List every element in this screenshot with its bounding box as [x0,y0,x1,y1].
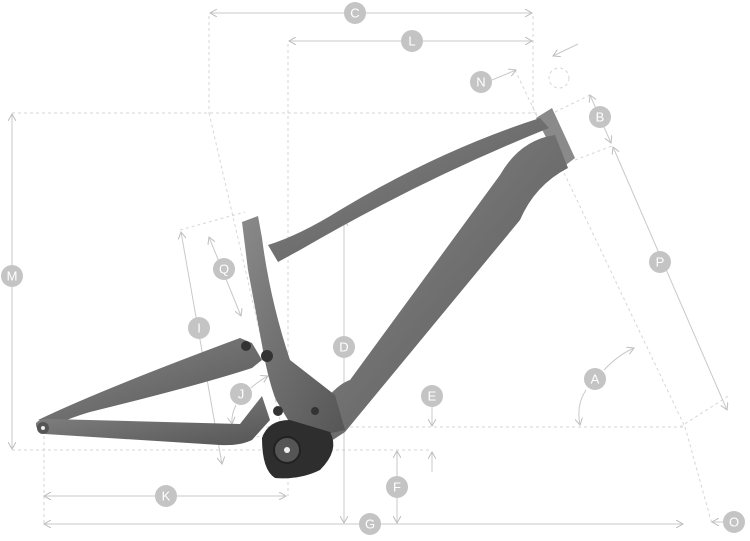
label-p: P [649,251,671,273]
label-f: F [386,476,408,498]
pivot-lower [273,406,283,416]
bike-frame [35,108,575,479]
svg-text:G: G [365,517,375,532]
svg-text:K: K [162,489,171,504]
label-i: I [188,317,210,339]
svg-text:M: M [7,269,18,284]
svg-text:L: L [408,34,415,49]
dimension-labels: C L N B M P Q I D A J E F K G O [1,2,745,535]
svg-text:N: N [476,75,485,90]
svg-text:C: C [350,6,359,21]
svg-text:O: O [729,515,739,530]
svg-text:Q: Q [219,262,229,277]
svg-text:I: I [197,321,201,336]
dimension-lines [12,13,745,524]
down-tube [318,135,568,445]
svg-text:B: B [596,110,605,125]
label-b: B [589,106,611,128]
seat-stay [38,338,262,423]
label-o: O [723,511,745,533]
label-a: A [584,368,606,390]
svg-text:A: A [591,372,600,387]
svg-text:E: E [428,389,437,404]
label-k: K [155,485,177,507]
label-e: E [421,385,443,407]
frame-hole [311,407,319,415]
top-tube [268,118,549,262]
pivot-rocker [261,350,273,362]
bb-center [284,447,290,453]
reference-lines [12,16,731,525]
pivot-upper [241,341,251,351]
label-c: C [344,2,366,24]
label-q: Q [213,258,235,280]
label-g: G [359,513,381,535]
svg-text:F: F [393,480,401,495]
label-m: M [1,265,23,287]
label-n: N [470,71,492,93]
seat-tube [242,216,345,440]
svg-text:P: P [656,255,665,270]
svg-text:J: J [238,387,245,402]
label-d: D [333,336,355,358]
svg-text:D: D [339,340,348,355]
label-j: J [230,383,252,405]
rear-axle-center [41,426,45,430]
chainstay [35,396,271,446]
label-l: L [401,30,423,52]
